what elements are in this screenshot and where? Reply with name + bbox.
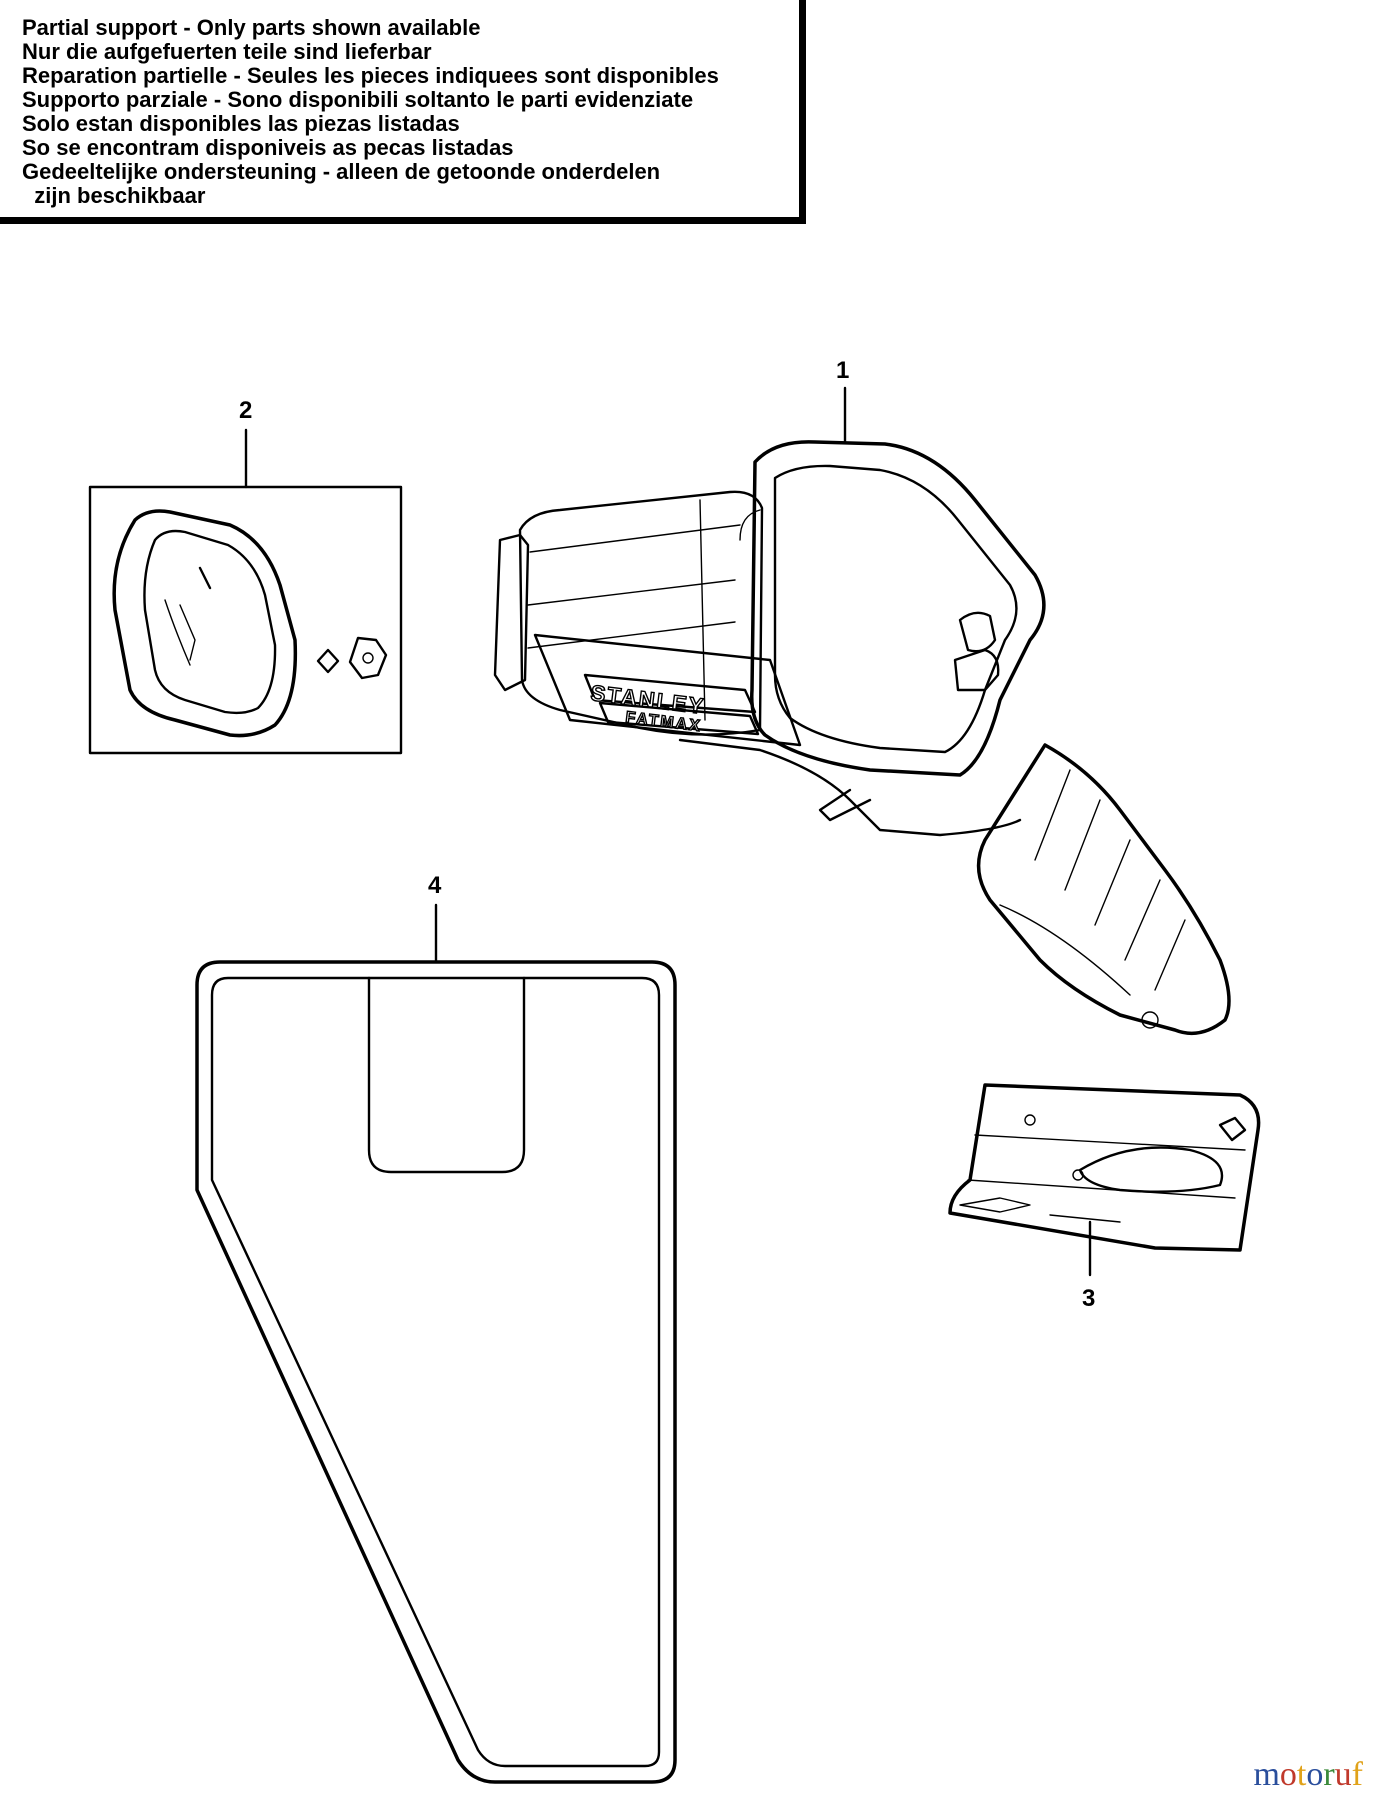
trigger <box>818 788 872 822</box>
lanyard-hole <box>1141 1011 1159 1029</box>
brand-stanley-plate <box>583 673 757 714</box>
partial-support-notice: Partial support - Only parts shown avail… <box>0 0 806 224</box>
pouch-inner-outline <box>210 976 661 1768</box>
pouch-front-pocket <box>367 976 526 1174</box>
watermark-letter: u <box>1334 1756 1352 1793</box>
brand-fatmax-plate <box>598 701 760 736</box>
notice-line-nl-cont: zijn beschikbaar <box>22 183 206 208</box>
watermark-letter: o <box>1279 1756 1297 1793</box>
small-nut-part <box>348 636 388 680</box>
cover-inner-rim <box>143 529 277 715</box>
notice-line-de: Nur die aufgefuerten teile sind lieferba… <box>22 39 432 64</box>
notice-line-it: Supporto parziale - Sono disponibili sol… <box>22 87 694 112</box>
part-4-callout: 4 <box>428 872 442 899</box>
handle-grip <box>976 743 1231 1036</box>
part-3-callout: 3 <box>1082 1285 1095 1312</box>
rear-cap-outline <box>493 533 530 692</box>
part-1-tool-body: 1 STANLEY FATMAX <box>493 357 1231 1036</box>
watermark-letter: m <box>1253 1756 1280 1793</box>
button-down-icon <box>953 648 1000 692</box>
part-2-box <box>88 485 403 755</box>
label-plate <box>533 633 802 747</box>
watermark-letter: o <box>1306 1756 1324 1793</box>
notice-line-fr: Reparation partielle - Seules les pieces… <box>22 63 719 88</box>
cover-outer-rim <box>112 509 298 738</box>
part-4-pouch: 4 <box>195 872 677 1784</box>
battery-door-outline <box>948 1083 1261 1252</box>
part-1-callout: 1 <box>836 357 849 384</box>
battery-door-latch <box>1078 1146 1224 1193</box>
part-2-lens-cover: 2 <box>88 397 403 755</box>
watermark-letter: r <box>1323 1756 1335 1793</box>
watermark-letter: t <box>1296 1756 1307 1793</box>
part-2-callout: 2 <box>239 397 252 424</box>
watermark-letter: f <box>1351 1756 1363 1793</box>
notice-line-pt: So se encontram disponiveis as pecas lis… <box>22 135 514 160</box>
barrel-outline <box>518 490 764 736</box>
pouch-outer-outline <box>195 960 677 1784</box>
head-housing <box>750 440 1046 777</box>
small-diamond-part <box>316 648 340 674</box>
notice-line-nl: Gedeeltelijke ondersteuning - alleen de … <box>22 159 661 184</box>
notice-line-en: Partial support - Only parts shown avail… <box>22 15 481 40</box>
notice-line-es: Solo estan disponibles las piezas listad… <box>22 111 460 136</box>
watermark: motoruf <box>1253 1756 1363 1794</box>
button-up-icon <box>958 611 997 653</box>
part-3-battery-door: 3 <box>948 1083 1261 1312</box>
